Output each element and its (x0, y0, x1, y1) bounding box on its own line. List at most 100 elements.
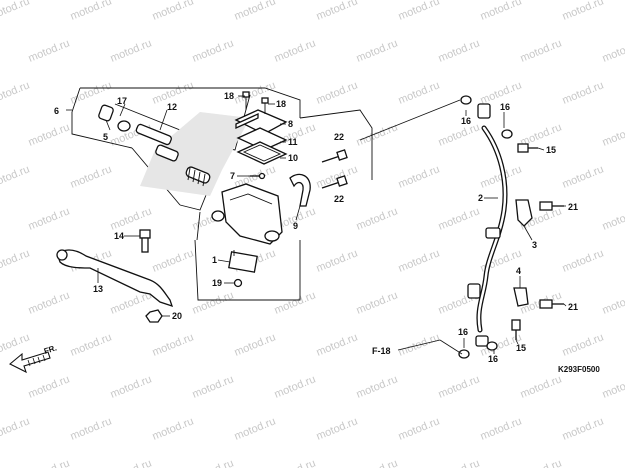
watermark-text: motod.ru (0, 415, 31, 442)
watermark-text: motod.ru (601, 37, 625, 64)
brake-light-switch (228, 250, 258, 273)
callout-12: 12 (167, 102, 177, 112)
switch-screw-19 (233, 278, 243, 288)
switch-screw (250, 172, 266, 180)
watermark-text: motod.ru (561, 331, 606, 358)
callout-15: 15 (546, 145, 556, 155)
watermark-text: motod.ru (355, 37, 400, 64)
watermark-text: motod.ru (601, 121, 625, 148)
callout-19: 19 (212, 278, 222, 288)
watermark-text: motod.ru (273, 373, 318, 400)
watermark-text: motod.ru (151, 247, 196, 274)
watermark-text: motod.ru (397, 0, 442, 23)
watermark-text: motod.ru (355, 121, 400, 148)
watermark-text: motod.ru (109, 37, 154, 64)
watermark-text: motod.ru (27, 289, 72, 316)
watermark-text: motod.ru (315, 0, 360, 23)
callout-18: 18 (224, 91, 234, 101)
callout-1: 1 (212, 255, 217, 265)
piston-set (98, 104, 211, 187)
callout-9: 9 (293, 221, 298, 231)
diaphragm (236, 141, 288, 165)
hose-clamp (515, 199, 533, 227)
callout-15: 15 (516, 343, 526, 353)
callout-18: 18 (276, 99, 286, 109)
callout-20: 20 (172, 311, 182, 321)
watermark-text: motod.ru (519, 373, 564, 400)
callout-8: 8 (288, 119, 293, 129)
watermark-text: motod.ru (27, 121, 72, 148)
watermark-text: motod.ru (69, 0, 114, 23)
callout-16: 16 (458, 327, 468, 337)
watermark-text: motod.ru (561, 79, 606, 106)
watermark-text: motod.ru (479, 0, 524, 23)
watermark-text: motod.ru (561, 247, 606, 274)
watermark-text: motod.ru (397, 163, 442, 190)
callout-22: 22 (334, 194, 344, 204)
watermark-text: motod.ru (233, 415, 278, 442)
oil-bolt (517, 143, 538, 153)
callout-4: 4 (516, 266, 521, 276)
watermark-text: motod.ru (151, 0, 196, 23)
callout-11: 11 (288, 137, 298, 147)
watermark-text: motod.ru (109, 205, 154, 232)
reference-label: F-18 (372, 346, 391, 356)
hose-clamp-4 (513, 287, 529, 307)
brake-hose (467, 103, 508, 347)
holder-bolt (321, 175, 348, 189)
watermark-text: motod.ru (27, 373, 72, 400)
watermark-text: motod.ru (561, 163, 606, 190)
watermark-text: motod.ru (519, 37, 564, 64)
watermark-text: motod.ru (69, 163, 114, 190)
clamp-bolt (539, 201, 564, 211)
watermark-text: motod.ru (437, 457, 482, 468)
watermark-text: motod.ru (191, 457, 236, 468)
watermark-text: motod.ru (0, 79, 31, 106)
watermark-text: motod.ru (69, 331, 114, 358)
lever-pivot-nut (145, 309, 163, 323)
watermark-text: motod.ru (0, 163, 31, 190)
master-cylinder-body (211, 183, 283, 245)
watermark-text: motod.ru (315, 163, 360, 190)
watermark-text: motod.ru (151, 331, 196, 358)
callout-14: 14 (114, 231, 124, 241)
watermark-text: motod.ru (315, 331, 360, 358)
watermark-text: motod.ru (191, 373, 236, 400)
watermark-text: motod.ru (315, 247, 360, 274)
callout-7: 7 (230, 171, 235, 181)
watermark-text: motod.ru (355, 205, 400, 232)
sealing-washer (501, 129, 513, 139)
watermark-text: motod.ru (437, 205, 482, 232)
callout-21: 21 (568, 202, 578, 212)
watermark-text: motod.ru (479, 415, 524, 442)
diagram-code: K293F0500 (558, 365, 600, 374)
watermark-text: motod.ru (601, 373, 625, 400)
watermark-text: motod.ru (601, 205, 625, 232)
callout-labels: 6 17 5 12 18 18 8 11 10 22 22 7 9 14 1 1… (54, 91, 578, 364)
watermark-text: motod.ru (233, 79, 278, 106)
callout-6: 6 (54, 106, 59, 116)
watermark-text: motod.ru (109, 457, 154, 468)
leader-lines (97, 95, 567, 355)
watermark-text: motod.ru (601, 457, 625, 468)
watermark-text: motod.ru (355, 289, 400, 316)
watermark-text: motod.ru (437, 37, 482, 64)
watermark-text: motod.ru (109, 373, 154, 400)
watermark-text: motod.ru (27, 205, 72, 232)
watermark-text: motod.ru (273, 289, 318, 316)
oil-bolt (511, 319, 521, 340)
watermark-text: motod.ru (397, 415, 442, 442)
callout-16: 16 (488, 354, 498, 364)
callout-3: 3 (532, 240, 537, 250)
sealing-washer (486, 341, 498, 351)
watermark-text: motod.ru (355, 457, 400, 468)
watermark-text: motod.ru (0, 0, 31, 23)
watermark-text: motod.ru (273, 37, 318, 64)
front-direction-indicator: FR. (9, 343, 58, 374)
holder-clamp (289, 173, 311, 207)
callout-17: 17 (117, 96, 127, 106)
watermark-text: motod.ru (601, 289, 625, 316)
